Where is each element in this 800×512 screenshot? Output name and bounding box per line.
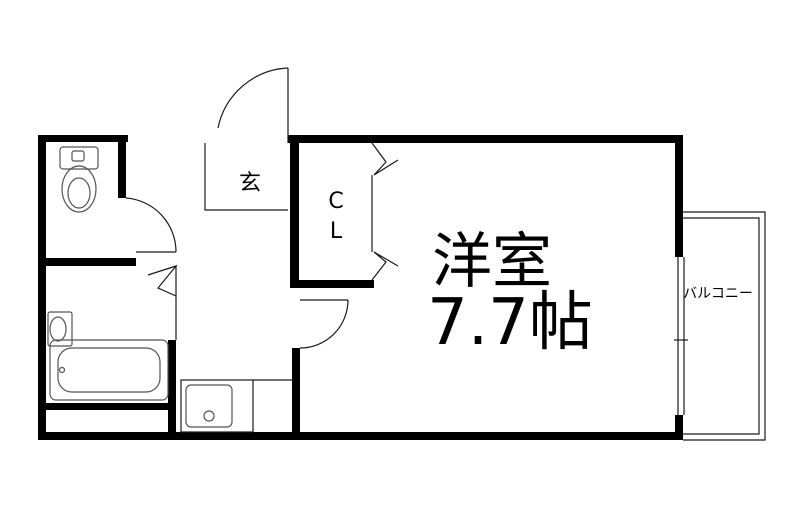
washer-drain-icon: [185, 384, 233, 428]
wall-toilet-right: [118, 142, 126, 198]
wall-closet-left: [290, 143, 299, 283]
wall-main-left-lower: [292, 348, 300, 440]
closet-door-bottom: [371, 251, 399, 281]
bath-door-fold: [147, 264, 178, 297]
wall-closet-bottom: [290, 280, 374, 288]
wall-top-main: [288, 135, 683, 143]
main-room-name: 洋室: [432, 227, 552, 297]
bathtub-icon: [49, 339, 169, 401]
closet-label-c: C: [328, 189, 343, 214]
walls: [38, 135, 683, 440]
entrance-outline: [204, 143, 288, 211]
thin-lines: [125, 67, 766, 441]
wall-outer-left: [38, 135, 46, 440]
balcony-inner: [683, 217, 760, 435]
balcony-outline: [683, 211, 766, 441]
wall-toilet-bath: [46, 258, 136, 266]
washer-area: [180, 379, 254, 433]
entrance-door-swing: [217, 67, 289, 129]
genkan-label: 玄: [239, 171, 261, 196]
wall-right-lower: [675, 415, 683, 440]
wall-right-upper: [675, 135, 683, 257]
balcony-label: バルコニー: [683, 286, 753, 302]
fixtures: [47, 146, 233, 428]
wall-bath-bottom: [46, 403, 172, 410]
toilet-icon: [59, 146, 99, 213]
main-room-size: 7.7帖: [427, 286, 593, 360]
closet-door-top: [371, 142, 399, 176]
closet-label-l: L: [330, 219, 343, 244]
toilet-door-swing: [125, 197, 177, 253]
wall-bath-right: [168, 340, 176, 436]
wash-basin-icon: [47, 311, 73, 347]
wall-top-toilet: [38, 135, 128, 142]
main-door-swing: [299, 299, 349, 349]
wall-outer-bottom: [38, 432, 683, 440]
